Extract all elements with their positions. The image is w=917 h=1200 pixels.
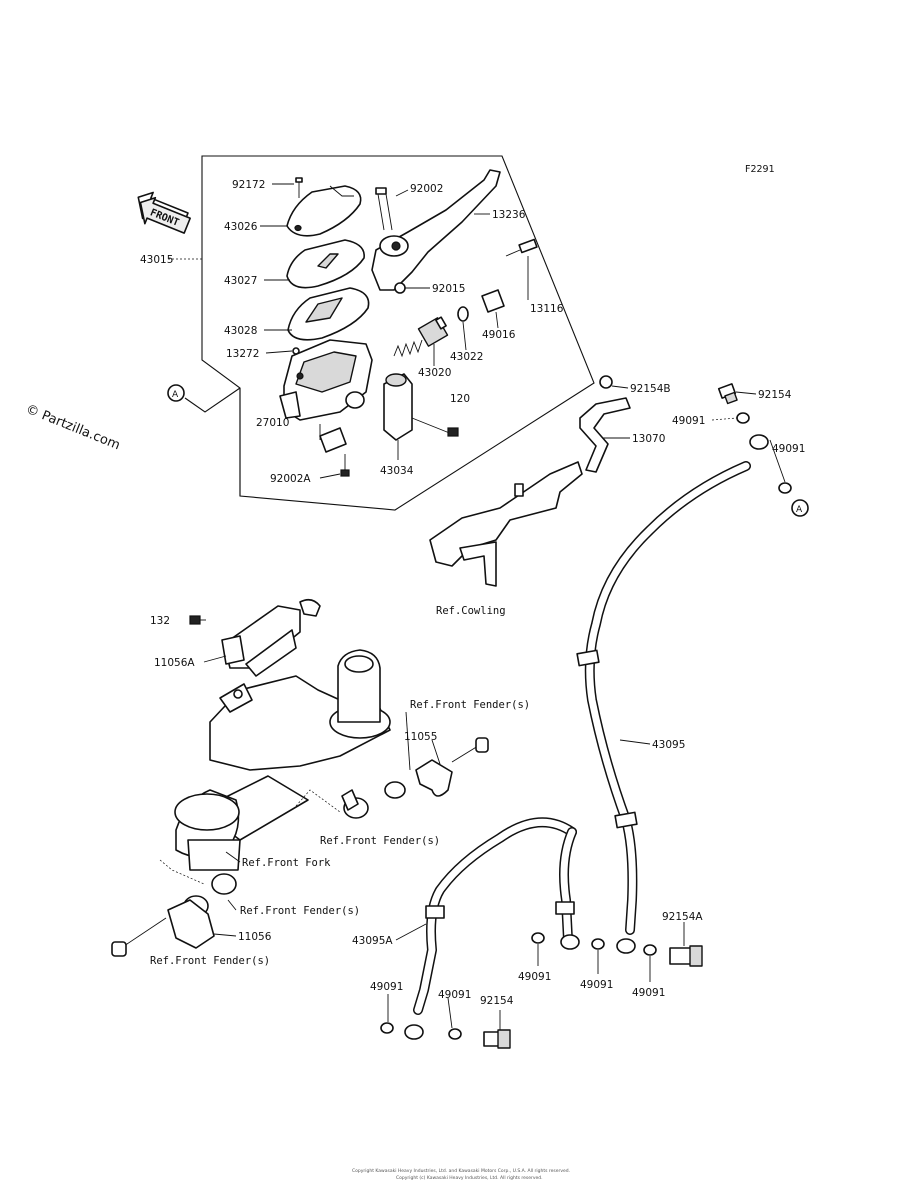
label-49091-b4: 49091: [370, 981, 403, 993]
banjo-fitting-b2-icon: [616, 938, 636, 954]
washer-49091-b4-icon: [380, 1022, 394, 1034]
clamp-11055-icon: [341, 737, 489, 819]
label-92154b: 92154B: [630, 383, 671, 395]
label-92154a: 92154A: [662, 911, 703, 923]
boot-49016-icon: [481, 289, 505, 313]
label-ref-front-fender-2: Ref.Front Fender(s): [320, 835, 440, 847]
figure-code: F2291: [745, 164, 775, 175]
bolt-92154-top-icon: [717, 383, 738, 405]
label-ref-front-fender-3: Ref.Front Fender(s): [240, 905, 360, 917]
label-ref-front-fork: Ref.Front Fork: [242, 857, 331, 869]
label-13236: 13236: [492, 209, 526, 221]
label-49091-b1: 49091: [518, 971, 551, 983]
label-13070: 13070: [632, 433, 665, 445]
bolt-92154-bottom-icon: [483, 1029, 511, 1049]
washer-49091-top1-icon: [736, 412, 750, 424]
retaining-ring-43022-icon: [457, 306, 469, 322]
label-92154-bottom: 92154: [480, 995, 514, 1007]
label-11056a: 11056A: [154, 657, 195, 669]
callout-a-right: A: [791, 499, 809, 517]
label-13116: 13116: [530, 303, 564, 315]
master-cylinder-body-icon: [279, 339, 373, 453]
screw-92002a-icon: [340, 454, 350, 477]
washer-49091-b1-icon: [531, 932, 545, 944]
label-43026: 43026: [224, 221, 258, 233]
washer-49091-top2-icon: [778, 482, 792, 494]
label-43027: 43027: [224, 275, 257, 287]
label-11055: 11055: [404, 731, 437, 743]
banjo-fitting-b3-icon: [404, 1024, 424, 1040]
label-92154-top: 92154: [758, 389, 792, 401]
brake-lever-13236-icon: [371, 169, 501, 291]
pivot-bolt-92002-icon: [375, 187, 393, 231]
frame-link-a: [184, 387, 241, 413]
callout-a-left: A: [167, 384, 185, 402]
washer-49091-b2-icon: [591, 938, 605, 950]
screw-92172-icon: [295, 177, 303, 198]
label-43095a: 43095A: [352, 935, 393, 947]
label-27010: 27010: [256, 417, 289, 429]
part-labels: 92172 43026 43015 43027 43028 13272 9200…: [140, 179, 805, 1007]
label-13272: 13272: [226, 348, 259, 360]
bolt-132-icon: [189, 615, 201, 625]
leader-lines: [200, 183, 757, 1030]
label-49091-top2: 49091: [772, 443, 805, 455]
banjo-fitting-b1-icon: [560, 934, 580, 950]
bracket-11056a-icon: [221, 598, 321, 677]
label-49016: 49016: [482, 329, 516, 341]
washer-49091-b5-icon: [448, 1028, 462, 1040]
bolt-92154a-icon: [669, 945, 703, 967]
front-arrow-icon: FRONT: [137, 191, 191, 234]
label-43095: 43095: [652, 739, 685, 751]
label-92172: 92172: [232, 179, 265, 191]
bolt-92154b-icon: [599, 375, 613, 389]
screw-13116-icon: [505, 238, 538, 257]
label-49091-b5: 49091: [438, 989, 471, 1001]
brake-hose-43095-icon: [576, 461, 751, 935]
washer-49091-b3-icon: [643, 944, 657, 956]
label-ref-cowling: Ref.Cowling: [436, 605, 506, 617]
label-43028: 43028: [224, 325, 257, 337]
label-11056: 11056: [238, 931, 272, 943]
label-43015: 43015: [140, 254, 173, 266]
nut-92015-icon: [394, 282, 406, 294]
brake-hose-43095a-icon: [413, 817, 577, 1015]
clamp-11056-icon: [111, 873, 237, 957]
copyright-line-2: Copyright (c) Kawasaki Heavy Industries,…: [396, 1175, 543, 1181]
label-ref-front-fender-1: Ref.Front Fender(s): [410, 699, 530, 711]
label-132: 132: [150, 615, 170, 627]
label-49091-b3: 49091: [632, 987, 665, 999]
label-43022: 43022: [450, 351, 483, 363]
bracket-13070-icon: [429, 375, 631, 587]
svg-text:A: A: [796, 505, 803, 515]
watermark: © Partzilla.com: [24, 402, 123, 453]
piston-assembly-43020-icon: [393, 316, 449, 358]
label-92002: 92002: [410, 183, 443, 195]
label-ref-front-fender-4: Ref.Front Fender(s): [150, 955, 270, 967]
label-49091-top1: 49091: [672, 415, 705, 427]
banjo-fitting-top-icon: [749, 434, 769, 450]
label-92015: 92015: [432, 283, 465, 295]
reservoir-cap-43026-icon: [286, 185, 362, 237]
master-cylinder-group-frame: [201, 155, 595, 511]
triple-clamp-assembly-icon: [159, 649, 391, 885]
holder-clamp-43034-icon: [383, 373, 459, 441]
label-49091-b2: 49091: [580, 979, 613, 991]
copyright-line-1: Copyright Kawasaki Heavy Industries, Ltd…: [352, 1168, 570, 1174]
label-43034: 43034: [380, 465, 414, 477]
svg-text:A: A: [172, 390, 179, 400]
label-43020: 43020: [418, 367, 451, 379]
label-120: 120: [450, 393, 470, 405]
label-92002a: 92002A: [270, 473, 311, 485]
